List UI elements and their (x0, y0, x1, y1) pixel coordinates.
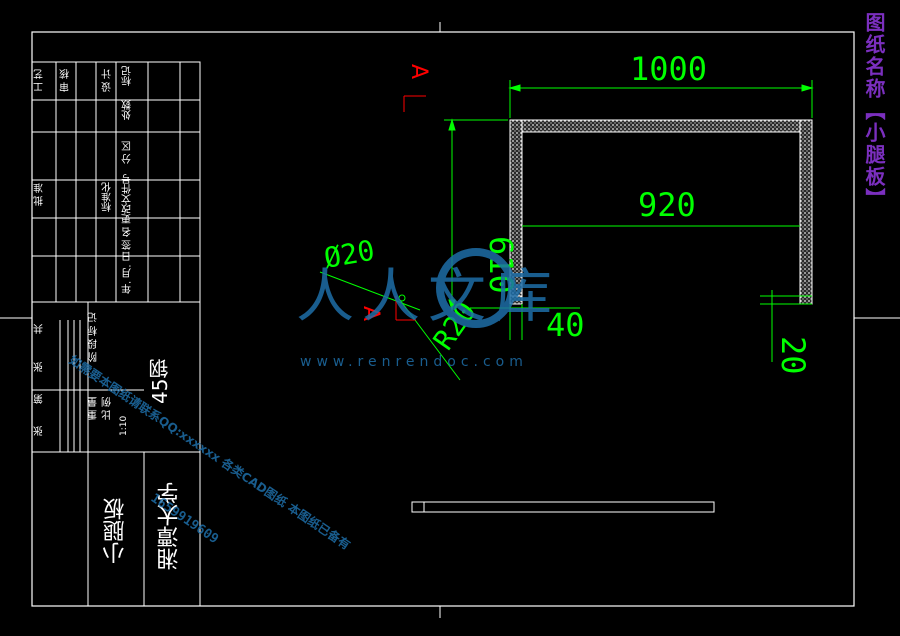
sheet-unit-1: 张 (34, 361, 46, 372)
part-profile (509, 119, 813, 305)
rev-header-0: 标记 (122, 66, 134, 86)
sheet-total: 共 (34, 323, 46, 334)
sheet-no: 第 (34, 393, 46, 405)
section-markers: A A (358, 64, 431, 321)
rev-header-1: 处数 (122, 99, 134, 120)
dimensions (319, 80, 814, 381)
dimension-text: 1000 920 610 40 20 Ø20 R20 (321, 50, 812, 375)
stage-label: 阶 段 标 记 (88, 312, 100, 363)
section-mark-left: A (358, 306, 383, 321)
weight-label: 重 量 (88, 397, 100, 421)
part-name: 小腿板 (103, 498, 129, 564)
rev-header-5: 年. 月. 日 (122, 251, 134, 295)
role-design: 设 计 (102, 68, 114, 92)
watermark-logo-icon (436, 248, 516, 328)
drawing-side-title: 图纸名称【小腿板】 (862, 12, 886, 210)
hatch-right (799, 119, 813, 305)
rev-header-2: 分 区 (122, 141, 134, 164)
dim-bottom-left: 40 (546, 306, 585, 344)
watermark-url: www.renrendoc.com (300, 354, 528, 370)
dim-bottom-right: 20 (774, 336, 812, 375)
approve-label: 批 准 (34, 183, 46, 207)
university: 湘潭大学 (157, 482, 183, 570)
role-process: 工 艺 (34, 69, 46, 92)
sheet-unit-2: 张 (34, 425, 46, 436)
rev-header-4: 签 名 (122, 226, 134, 251)
scale-value: 1:10 (119, 416, 129, 436)
section-mark-top: A (406, 64, 431, 79)
hatch-top (509, 119, 813, 133)
material: 45钢 (148, 359, 172, 404)
std-label: 标准化 (102, 182, 114, 212)
title-block-text: 标记 处数 分 区 更改文件号 签 名 年. 月. 日 设 计 审 核 工 艺 … (34, 66, 183, 570)
title-block (31, 61, 201, 607)
scale-bar (411, 501, 715, 513)
watermark-brand: 人人文库 (296, 262, 560, 330)
dim-inner-width: 920 (638, 186, 696, 224)
dim-width-top: 1000 (630, 50, 707, 88)
hatch-left (509, 119, 523, 305)
scale-label: 比 例 (102, 396, 114, 420)
watermark: 人人文库 www.renrendoc.com 如需要本图纸请联系QQ:xxxxx… (66, 248, 560, 552)
rev-header-3: 更改文件号 (122, 173, 134, 224)
role-review: 审 核 (60, 68, 72, 93)
